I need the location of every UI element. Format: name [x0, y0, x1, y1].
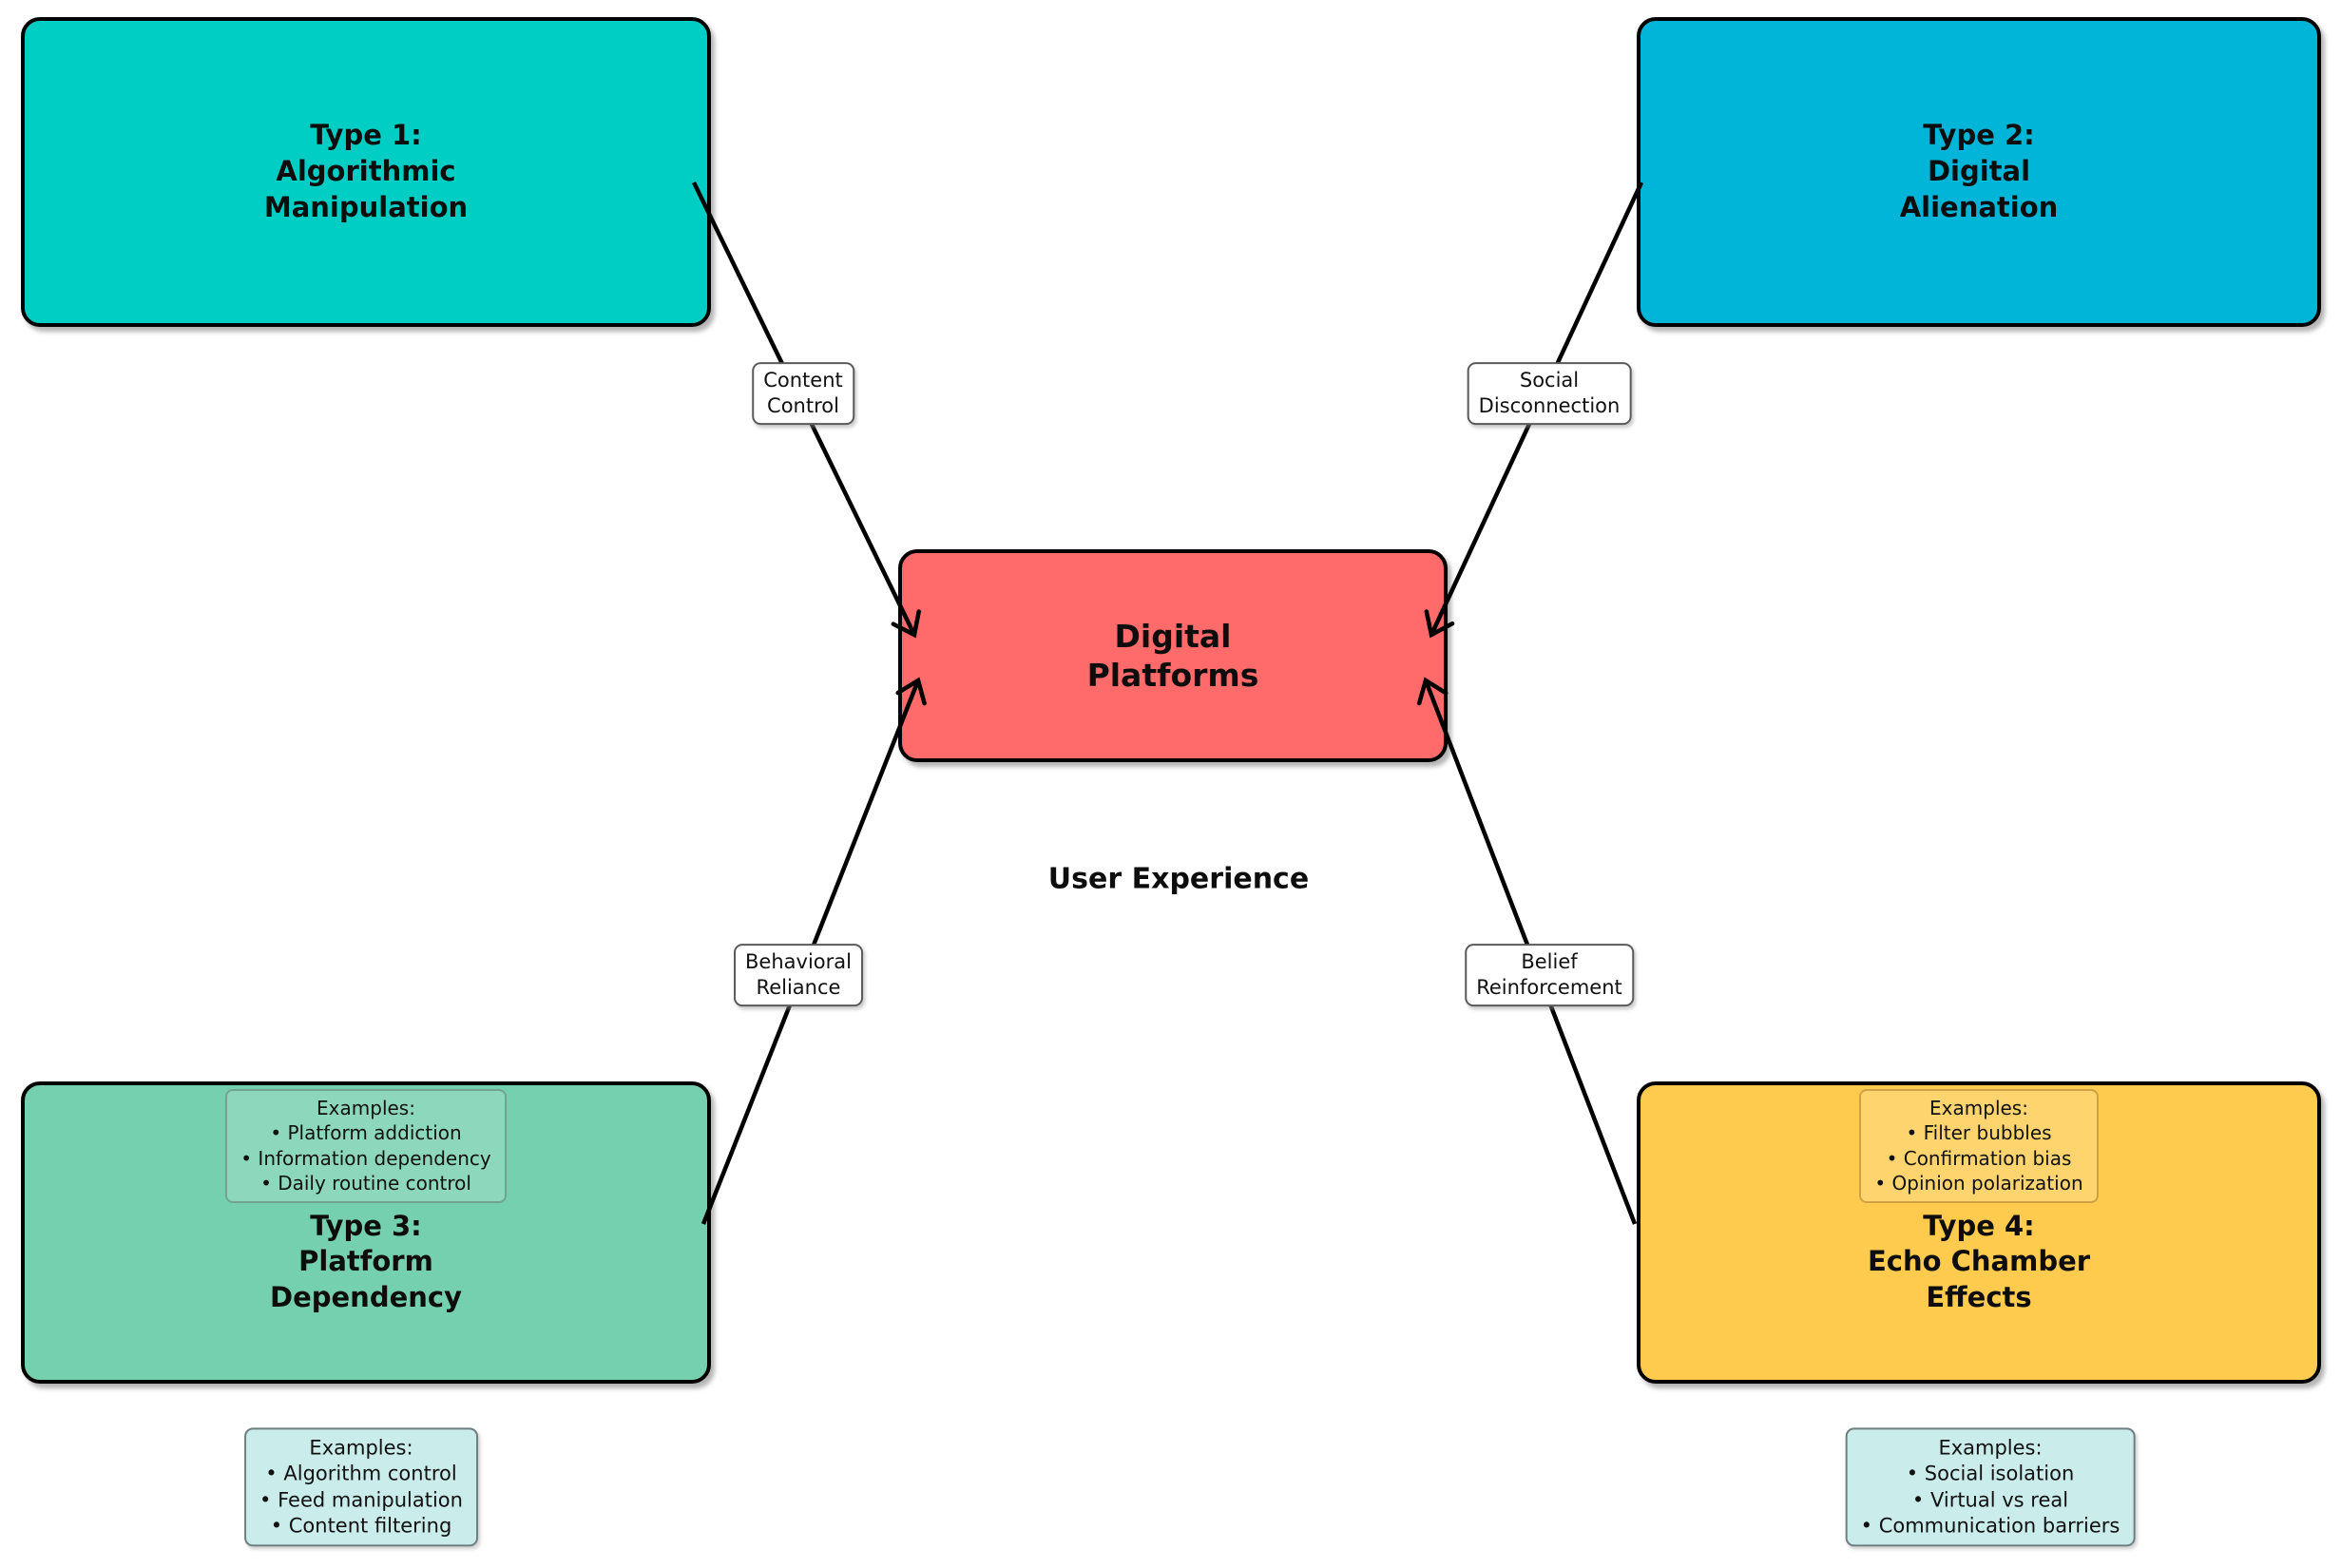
edge-label-belief-reinforcement: Belief Reinforcement — [1465, 944, 1634, 1006]
node-type1-algorithmic-manipulation: Type 1: Algorithmic Manipulation — [21, 17, 711, 327]
node-type3-platform-dependency: Examples: • Platform addiction • Informa… — [21, 1081, 711, 1384]
edge-label-content-control: Content Control — [752, 362, 854, 425]
caption-user-experience: User Experience — [1047, 862, 1310, 896]
node-type1-title: Type 1: Algorithmic Manipulation — [263, 119, 469, 223]
node-digital-platforms-title: Digital Platforms — [1086, 617, 1259, 694]
node-digital-platforms: Digital Platforms — [898, 549, 1448, 762]
examples-box-bottom-left: Examples: • Algorithm control • Feed man… — [244, 1427, 478, 1547]
edge-label-social-disconnection: Social Disconnection — [1467, 362, 1632, 425]
examples-box-bottom-right: Examples: • Social isolation • Virtual v… — [1845, 1427, 2136, 1547]
edge-label-behavioral-reliance: Behavioral Reliance — [734, 944, 863, 1006]
node-type3-title: Type 3: Platform Dependency — [270, 1209, 462, 1313]
examples-box-type3: Examples: • Platform addiction • Informa… — [225, 1089, 507, 1203]
node-type2-digital-alienation: Type 2: Digital Alienation — [1637, 17, 2321, 327]
node-type4-echo-chamber-effects: Examples: • Filter bubbles • Confirmatio… — [1637, 1081, 2321, 1384]
node-type2-title: Type 2: Digital Alienation — [1899, 119, 2059, 223]
examples-box-type4: Examples: • Filter bubbles • Confirmatio… — [1859, 1089, 2099, 1203]
node-type4-title: Type 4: Echo Chamber Effects — [1867, 1209, 2091, 1313]
